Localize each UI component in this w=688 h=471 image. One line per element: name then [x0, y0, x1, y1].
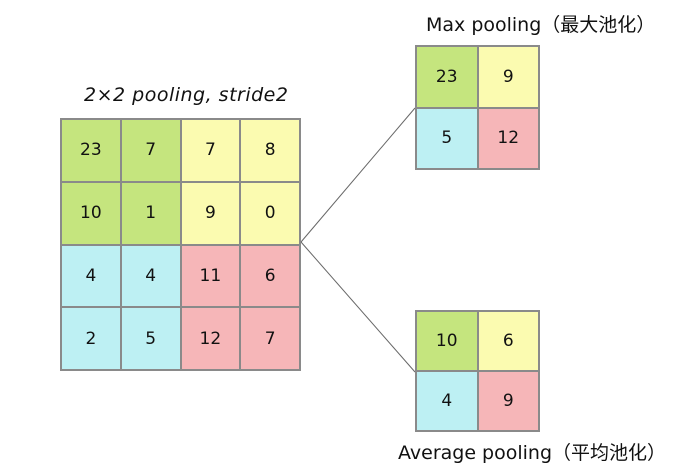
- input-cell: 0: [240, 181, 300, 245]
- max-pooling-matrix: 23 9 5 12: [415, 45, 540, 170]
- average-pooling-title: Average pooling（平均池化）: [398, 442, 667, 464]
- input-cell: 8: [240, 119, 300, 182]
- input-cell: 23: [61, 119, 121, 182]
- max-pooling-cell: 9: [477, 46, 539, 108]
- average-pooling-cell: 6: [477, 311, 539, 371]
- max-pooling-cell: 5: [416, 107, 478, 169]
- input-cell: 7: [240, 307, 300, 370]
- input-cell: 4: [120, 244, 181, 308]
- connector-line-to-avg: [300, 241, 416, 373]
- input-cell: 10: [61, 181, 121, 245]
- input-cell: 1: [120, 181, 181, 245]
- average-pooling-cell: 10: [416, 311, 478, 371]
- average-pooling-cell: 4: [416, 371, 478, 431]
- input-cell: 12: [180, 307, 241, 370]
- max-pooling-cell: 12: [477, 107, 539, 169]
- input-cell: 4: [61, 244, 121, 308]
- input-matrix: 23 7 7 8 10 1 9 0 4 4 11 6 2 5 12 7: [60, 118, 301, 371]
- connector-line-to-max: [300, 107, 416, 243]
- input-cell: 7: [120, 119, 181, 182]
- input-cell: 6: [240, 244, 300, 308]
- input-cell: 5: [120, 307, 181, 370]
- input-cell: 11: [180, 244, 241, 308]
- input-cell: 7: [180, 119, 241, 182]
- max-pooling-title: Max pooling（最大池化）: [426, 14, 656, 36]
- max-pooling-cell: 23: [416, 46, 478, 108]
- input-cell: 9: [180, 181, 241, 245]
- average-pooling-cell: 9: [477, 371, 539, 431]
- average-pooling-matrix: 10 6 4 9: [415, 310, 540, 432]
- input-grid-title: 2×2 pooling, stride2: [84, 84, 289, 106]
- input-cell: 2: [61, 307, 121, 370]
